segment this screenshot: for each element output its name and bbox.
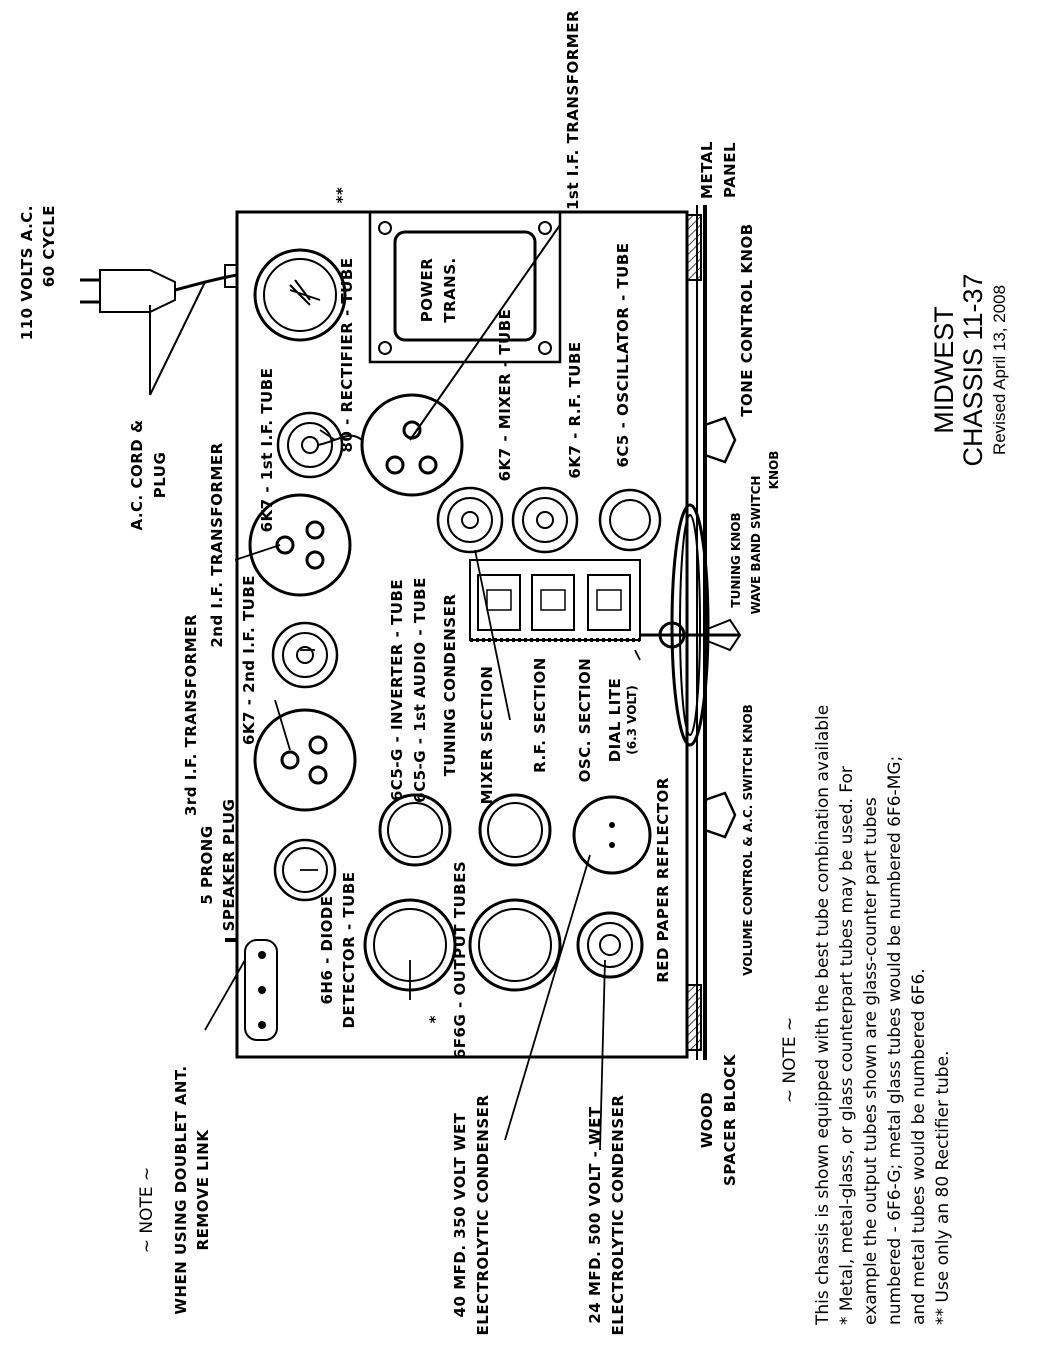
caption-title: MIDWEST xyxy=(929,306,959,434)
antenna-note-line1: WHEN USING DOUBLET ANT. xyxy=(172,1065,190,1314)
audio-tube xyxy=(478,793,552,867)
first-if-tube xyxy=(276,411,363,479)
second-if-tube xyxy=(271,621,339,689)
main-note-line3: example the output tubes shown are glass… xyxy=(861,797,881,1325)
tuning-knob-label: TUNING KNOB xyxy=(729,512,743,607)
main-note-line5: and metal tubes would be numbered 6F6. xyxy=(909,968,929,1325)
main-note-line2: * Metal, metal-glass, or glass counterpa… xyxy=(837,766,857,1325)
power-trans-label-2: TRANS. xyxy=(441,257,459,322)
third-if-transformer xyxy=(253,708,357,812)
tuning-knob xyxy=(704,618,742,652)
second-if-transformer-label: 2nd I.F. TRANSFORMER xyxy=(208,442,226,647)
condenser-24-label-2: ELECTROLYTIC CONDENSER xyxy=(609,1095,627,1336)
wave-switch-label-1: WAVE BAND SWITCH xyxy=(749,476,763,615)
tuning-condenser xyxy=(469,559,641,642)
power-transformer xyxy=(368,210,562,364)
condenser-40mfd xyxy=(572,795,652,875)
cord-leader xyxy=(149,281,206,396)
first-if-tube-label: 6K7 - 1st I.F. TUBE xyxy=(258,368,276,533)
metal-panel-label-1: METAL xyxy=(698,141,716,199)
tone-knob-label: TONE CONTROL KNOB xyxy=(738,223,756,417)
cord-label-2: PLUG xyxy=(151,452,169,499)
reflector-label: RED PAPER REFLECTOR xyxy=(654,777,672,983)
caption-revised: Revised April 13, 2008 xyxy=(990,285,1009,455)
speaker-plug-label-2: SPEAKER PLUG xyxy=(220,799,238,932)
wood-block-top xyxy=(686,214,702,281)
inverter-label: 6C5-G - INVERTER - TUBE xyxy=(388,579,406,801)
main-note-title: ~ NOTE ~ xyxy=(780,1017,800,1104)
tuning-condenser-label: TUNING CONDENSER xyxy=(441,594,459,777)
output-tubes-label: 6F6G - OUTPUT TUBES xyxy=(451,861,469,1059)
condenser-24mfd xyxy=(576,911,644,979)
rectifier-tube xyxy=(253,248,347,342)
first-if-leader xyxy=(409,224,561,441)
cycle-label: 60 CYCLE xyxy=(40,205,58,287)
first-if-transformer xyxy=(360,393,464,497)
wave-switch-label-2: KNOB xyxy=(767,451,781,490)
output-marker: * xyxy=(426,1015,444,1023)
ac-plug xyxy=(80,264,238,313)
voltage-label: 110 VOLTS A.C. xyxy=(18,205,36,340)
mixer-tube-label: 6K7 - MIXER - TUBE xyxy=(496,309,514,482)
condenser-40-label-1: 40 MFD. 350 VOLT WET xyxy=(451,1112,469,1317)
main-note-line4: numbered - 6F6-G; metal glass tubes woul… xyxy=(885,756,905,1325)
metal-panel-label-2: PANEL xyxy=(721,142,739,198)
second-if-transformer xyxy=(248,493,352,597)
mixer-section-label: MIXER SECTION xyxy=(478,666,496,805)
rectifier-marker: ** xyxy=(333,187,351,204)
oscillator-label: 6C5 - OSCILLATOR - TUBE xyxy=(614,242,632,467)
condenser-24-label-1: 24 MFD. 500 VOLT - WET xyxy=(586,1106,604,1324)
detector-label-2: DETECTOR - TUBE xyxy=(340,872,358,1029)
antenna-terminal-strip xyxy=(244,939,278,1041)
detector-label-1: 6H6 - DIODE xyxy=(318,895,336,1004)
oscillator-tube xyxy=(598,488,662,552)
output-tube-2 xyxy=(468,898,562,992)
antenna-note-line2: REMOVE LINK xyxy=(194,1129,212,1251)
rf-tube xyxy=(511,486,579,554)
dial-lite-label: DIAL LITE xyxy=(606,678,624,763)
main-note-line1: This chassis is shown equipped with the … xyxy=(813,705,833,1326)
first-if-transformer-label: 1st I.F. TRANSFORMER xyxy=(564,10,582,210)
third-if-transformer-label: 3rd I.F. TRANSFORMER xyxy=(182,614,200,816)
audio-label: 6C5-G - 1st AUDIO - TUBE xyxy=(411,577,429,803)
diode-detector-tube xyxy=(273,838,337,902)
main-note-line6: ** Use only an 80 Rectifier tube. xyxy=(933,1051,953,1325)
mixer-tube xyxy=(436,486,504,554)
second-if-tube-label: 6K7 - 2nd I.F. TUBE xyxy=(240,575,258,745)
caption-chassis: CHASSIS 11-37 xyxy=(958,273,988,466)
antenna-note-title: ~ NOTE ~ xyxy=(137,1167,157,1254)
wood-label-1: WOOD xyxy=(698,1092,716,1149)
rf-section-label: R.F. SECTION xyxy=(531,657,549,773)
cord-label-1: A.C. CORD & xyxy=(128,419,146,530)
rf-tube-label: 6K7 - R.F. TUBE xyxy=(566,341,584,478)
condenser-40-label-2: ELECTROLYTIC CONDENSER xyxy=(474,1095,492,1336)
dial-assembly xyxy=(640,503,740,747)
dial-volt-label: (6.3 VOLT) xyxy=(625,685,639,755)
osc-section-label: OSC. SECTION xyxy=(576,658,594,783)
inverter-tube xyxy=(378,793,452,867)
speaker-plug-label-1: 5 PRONG xyxy=(198,825,216,904)
leader-lines xyxy=(204,289,641,1151)
volume-knob-label: VOLUME CONTROL & A.C. SWITCH KNOB xyxy=(741,704,755,976)
wood-label-2: SPACER BLOCK xyxy=(721,1053,739,1186)
rectifier-label: 80 - RECTIFIER - TUBE xyxy=(338,257,356,452)
wood-block-bottom xyxy=(686,984,702,1051)
power-trans-label-1: POWER xyxy=(418,258,436,323)
volume-knob xyxy=(703,791,737,839)
tone-knob xyxy=(703,416,737,464)
